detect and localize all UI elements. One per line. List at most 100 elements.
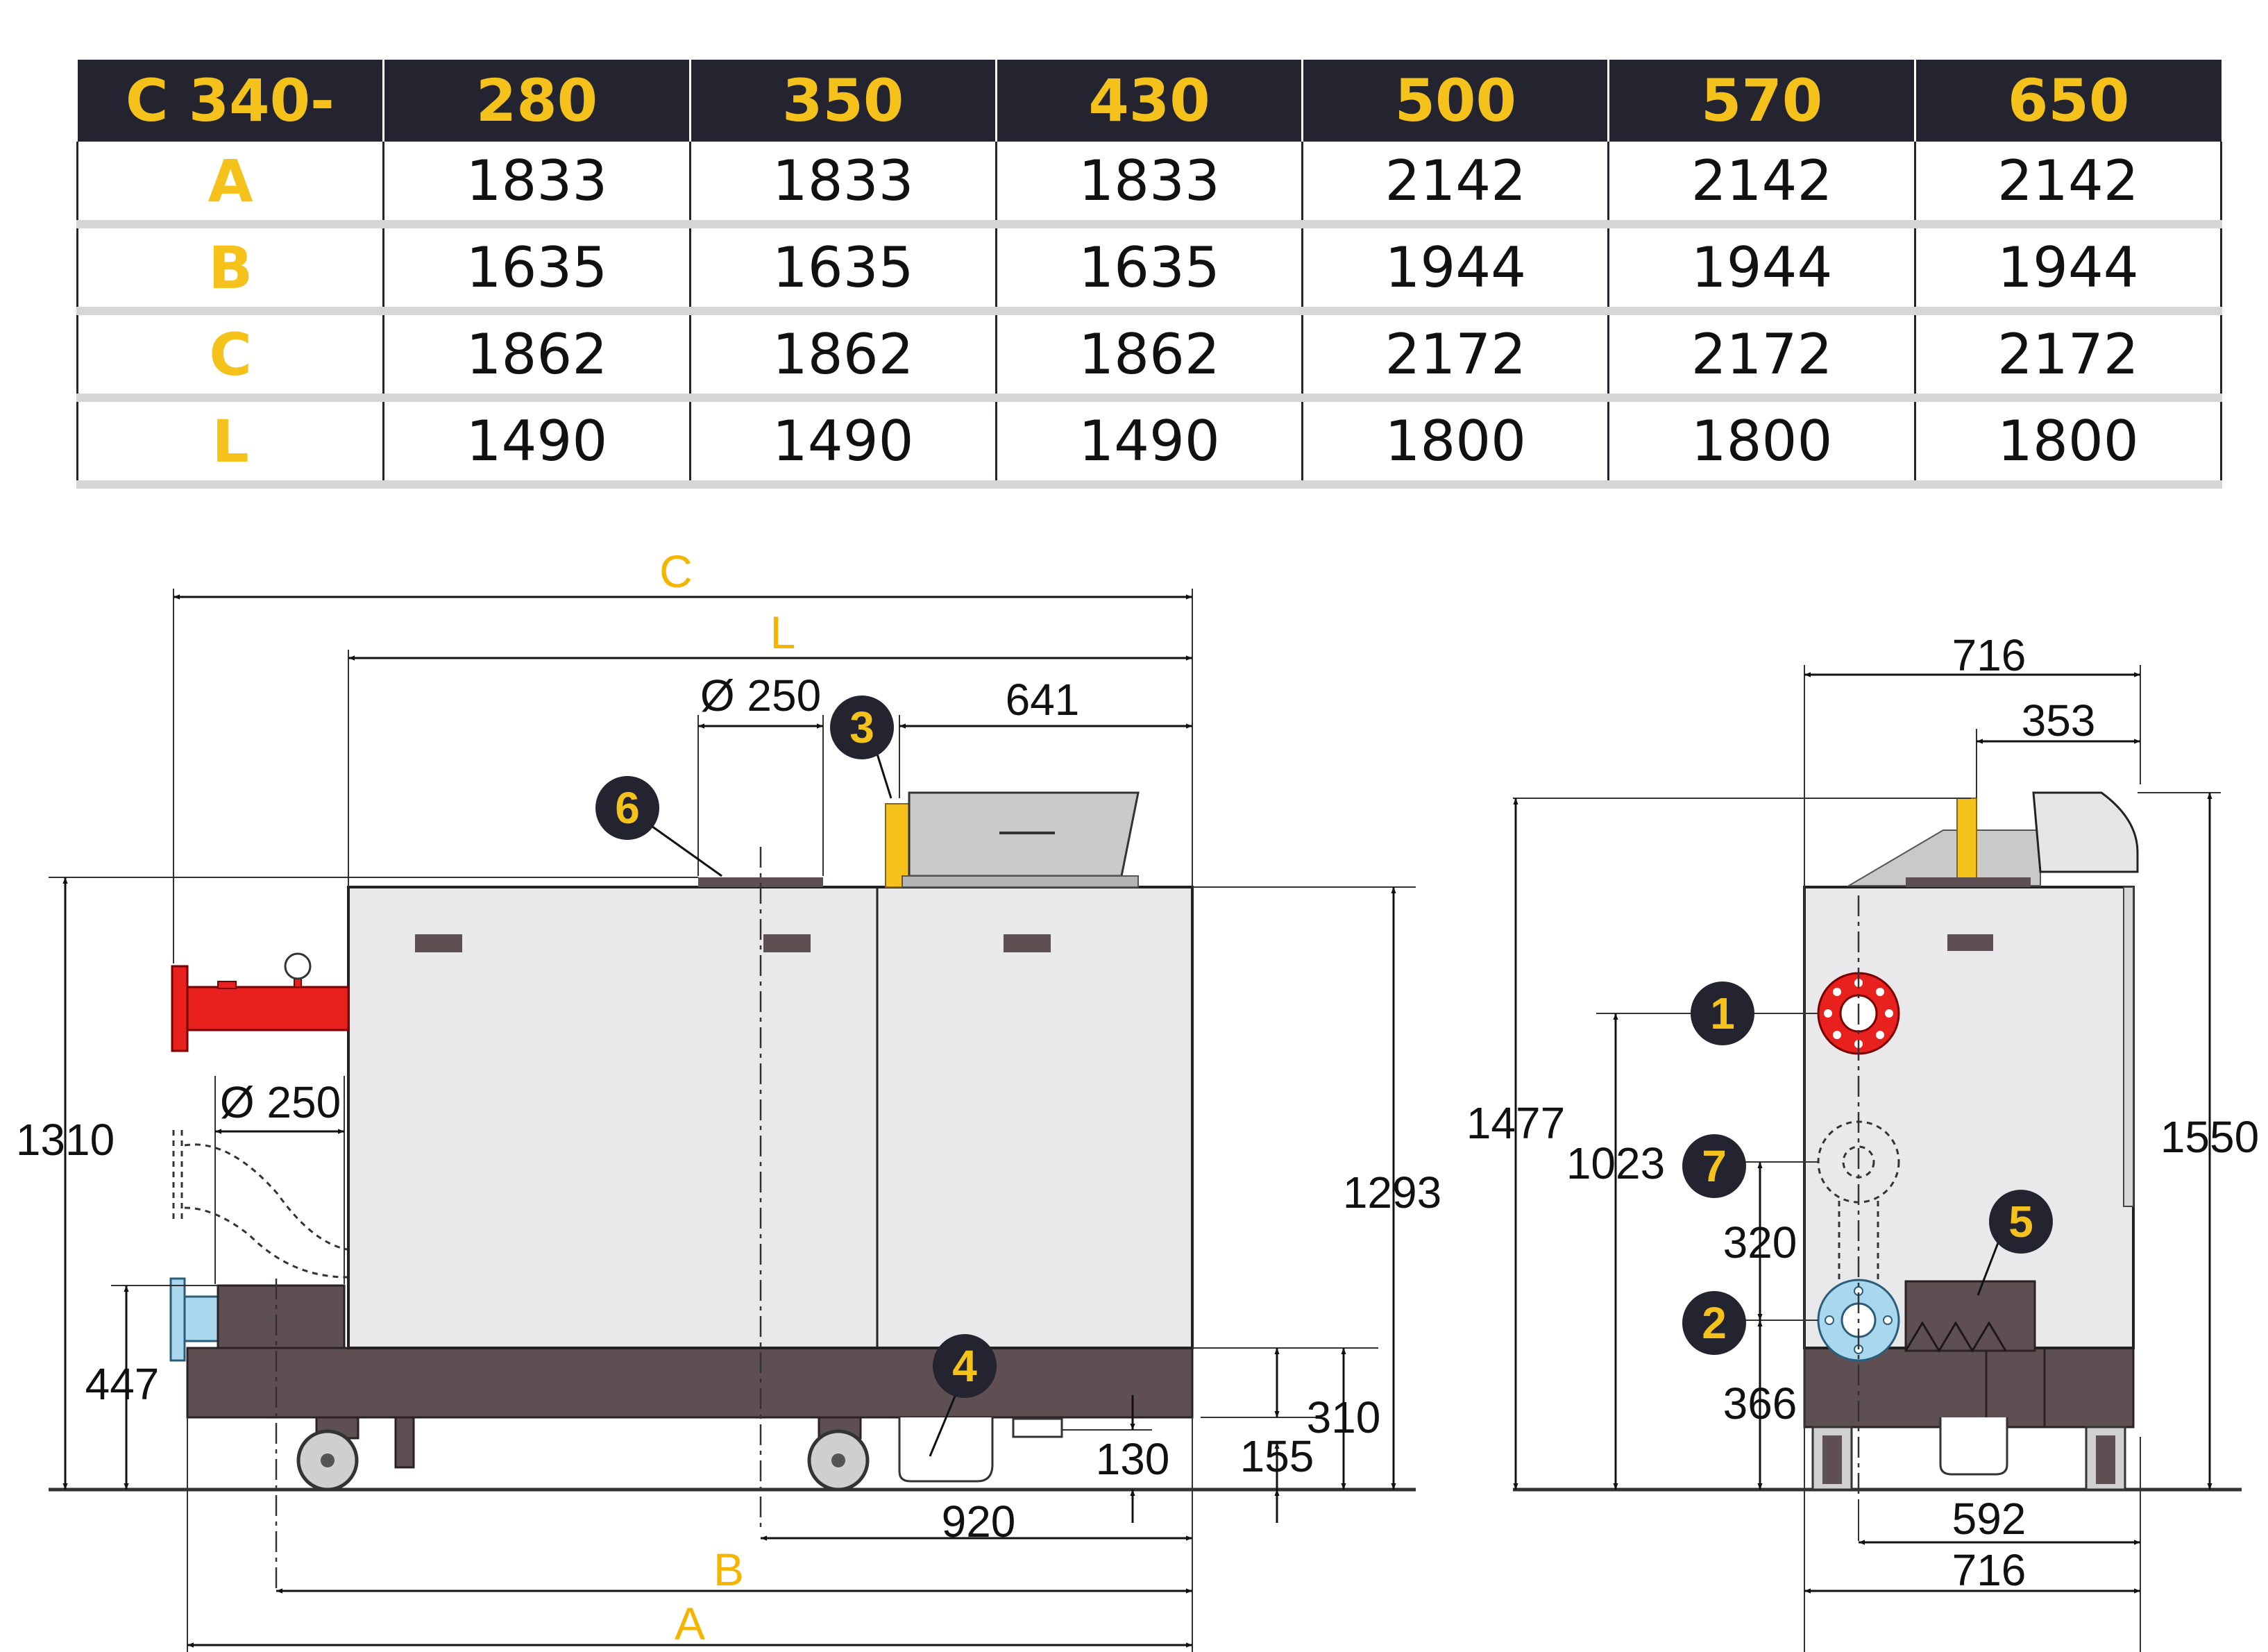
- row-label: A: [76, 142, 384, 228]
- dim-310: 310: [1307, 1392, 1381, 1442]
- table-cell: 2142: [1913, 142, 2223, 228]
- dim-1550: 1550: [2160, 1112, 2259, 1162]
- condensate-trap: [1939, 1417, 2008, 1476]
- dim-353: 353: [2022, 696, 2096, 745]
- side-profile-strip: [2123, 886, 2134, 1207]
- table-cell: 1862: [688, 311, 997, 402]
- svg-text:7: 7: [1702, 1141, 1727, 1191]
- svg-text:5: 5: [2008, 1197, 2033, 1247]
- side-view: C L Ø 250 641 1310 Ø 250 447 1293 310 13…: [16, 546, 1441, 1652]
- extension-lines: [49, 589, 1416, 1652]
- alternative-flue-outline: [172, 1130, 348, 1279]
- table-cell: 1862: [995, 311, 1303, 402]
- burner-box: [1904, 1280, 2036, 1352]
- dimension-lines: [62, 594, 1396, 1648]
- dim-641: 641: [1006, 675, 1080, 725]
- table-cell: 2172: [1301, 311, 1609, 402]
- table-cell: 1490: [382, 398, 691, 489]
- dim-1477: 1477: [1466, 1098, 1565, 1148]
- dim-716-top: 716: [1952, 630, 2026, 680]
- control-panel-base: [902, 875, 1139, 888]
- table-cell: 1635: [688, 224, 997, 315]
- table-cell: 1944: [1607, 224, 1915, 315]
- model-header: 350: [688, 60, 997, 142]
- dim-366: 366: [1723, 1379, 1797, 1428]
- burner-detail: [1904, 1321, 2007, 1353]
- condensate-outlet: [1012, 1417, 1063, 1438]
- dim-716-bottom: 716: [1952, 1545, 2026, 1595]
- table-cell: 1635: [382, 224, 691, 315]
- table-cell: 2172: [1913, 311, 2223, 402]
- dim-320: 320: [1723, 1217, 1797, 1267]
- svg-text:1: 1: [1710, 988, 1735, 1038]
- top-flue-outlet: [698, 877, 823, 887]
- dim-447: 447: [85, 1359, 160, 1409]
- svg-text:3: 3: [849, 702, 874, 752]
- svg-text:2: 2: [1702, 1298, 1727, 1348]
- dim-label-l: L: [770, 607, 796, 658]
- marker-5: 5: [1977, 1190, 2053, 1296]
- table-cell: 1944: [1913, 224, 2223, 315]
- dim-1293: 1293: [1343, 1168, 1441, 1217]
- model-series-header: C 340-: [77, 60, 384, 142]
- table-row: L 1490 1490 1490 1800 1800 1800: [76, 398, 2223, 489]
- table-row: B 1635 1635 1635 1944 1944 1944: [76, 224, 2223, 315]
- model-header: 430: [995, 60, 1303, 142]
- dim-flue-side: Ø 250: [220, 1077, 341, 1127]
- dim-1023: 1023: [1566, 1138, 1665, 1188]
- support-foot: [394, 1416, 415, 1469]
- svg-text:6: 6: [615, 783, 640, 833]
- model-header: 500: [1301, 60, 1609, 142]
- model-header: 570: [1607, 60, 1915, 142]
- control-panel-yellow: [1956, 798, 1977, 886]
- marker-3: 3: [830, 696, 894, 799]
- table-cell: 2142: [1301, 142, 1609, 228]
- return-pipe-connection: [169, 1277, 219, 1362]
- dim-130: 130: [1096, 1434, 1170, 1484]
- dim-592: 592: [1952, 1494, 2026, 1544]
- table-row: A 1833 1833 1833 2142 2142 2142: [76, 142, 2223, 228]
- row-label: L: [76, 398, 384, 489]
- row-label: B: [76, 224, 384, 315]
- table-cell: 2172: [1607, 311, 1915, 402]
- table-cell: 1944: [1301, 224, 1609, 315]
- model-header: 650: [1913, 60, 2222, 142]
- table-cell: 1490: [995, 398, 1303, 489]
- svg-text:4: 4: [952, 1341, 977, 1391]
- handle-slot: [1004, 934, 1051, 952]
- table-cell: 2142: [1607, 142, 1915, 228]
- handle-slot: [1947, 934, 1993, 951]
- table-cell: 1833: [382, 142, 691, 228]
- castor-wheel: [296, 1416, 359, 1492]
- dim-flue-top: Ø 250: [700, 671, 821, 720]
- table-header-row: C 340- 280 350 430 500 570 650: [77, 60, 2222, 142]
- model-header: 280: [382, 60, 691, 142]
- marker-6: 6: [595, 776, 722, 877]
- table-cell: 1800: [1607, 398, 1915, 489]
- control-panel-yellow: [885, 803, 910, 888]
- control-panel: [2032, 791, 2139, 873]
- table-cell: 1800: [1301, 398, 1609, 489]
- dim-155: 155: [1240, 1431, 1314, 1481]
- row-label: C: [76, 311, 384, 402]
- top-flue-outlet: [1906, 877, 2031, 887]
- handle-slot: [763, 934, 811, 952]
- castor-wheel: [807, 1416, 870, 1492]
- dim-label-a: A: [675, 1598, 705, 1649]
- marker-1: 1: [1691, 981, 1754, 1045]
- condensate-trap: [898, 1417, 994, 1483]
- dimension-lines: [1513, 672, 2212, 1594]
- table-cell: 1862: [382, 311, 691, 402]
- castor-wheel: [2085, 1426, 2126, 1491]
- table-cell: 1833: [688, 142, 997, 228]
- marker-7: 7: [1682, 1134, 1746, 1198]
- table-row: C 1862 1862 1862 2172 2172 2172: [76, 311, 2223, 402]
- castor-wheel: [1811, 1426, 1853, 1491]
- base-frame: [186, 1347, 1194, 1419]
- marker-4: 4: [929, 1334, 997, 1457]
- dim-label-b: B: [713, 1544, 744, 1595]
- dim-label-c: C: [659, 546, 693, 597]
- burner-housing: [217, 1284, 346, 1349]
- extension-lines: [1513, 665, 2221, 1652]
